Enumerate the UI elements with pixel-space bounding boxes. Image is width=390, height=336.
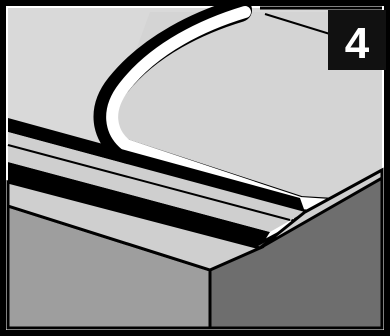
step-number: 4 [345, 19, 370, 68]
